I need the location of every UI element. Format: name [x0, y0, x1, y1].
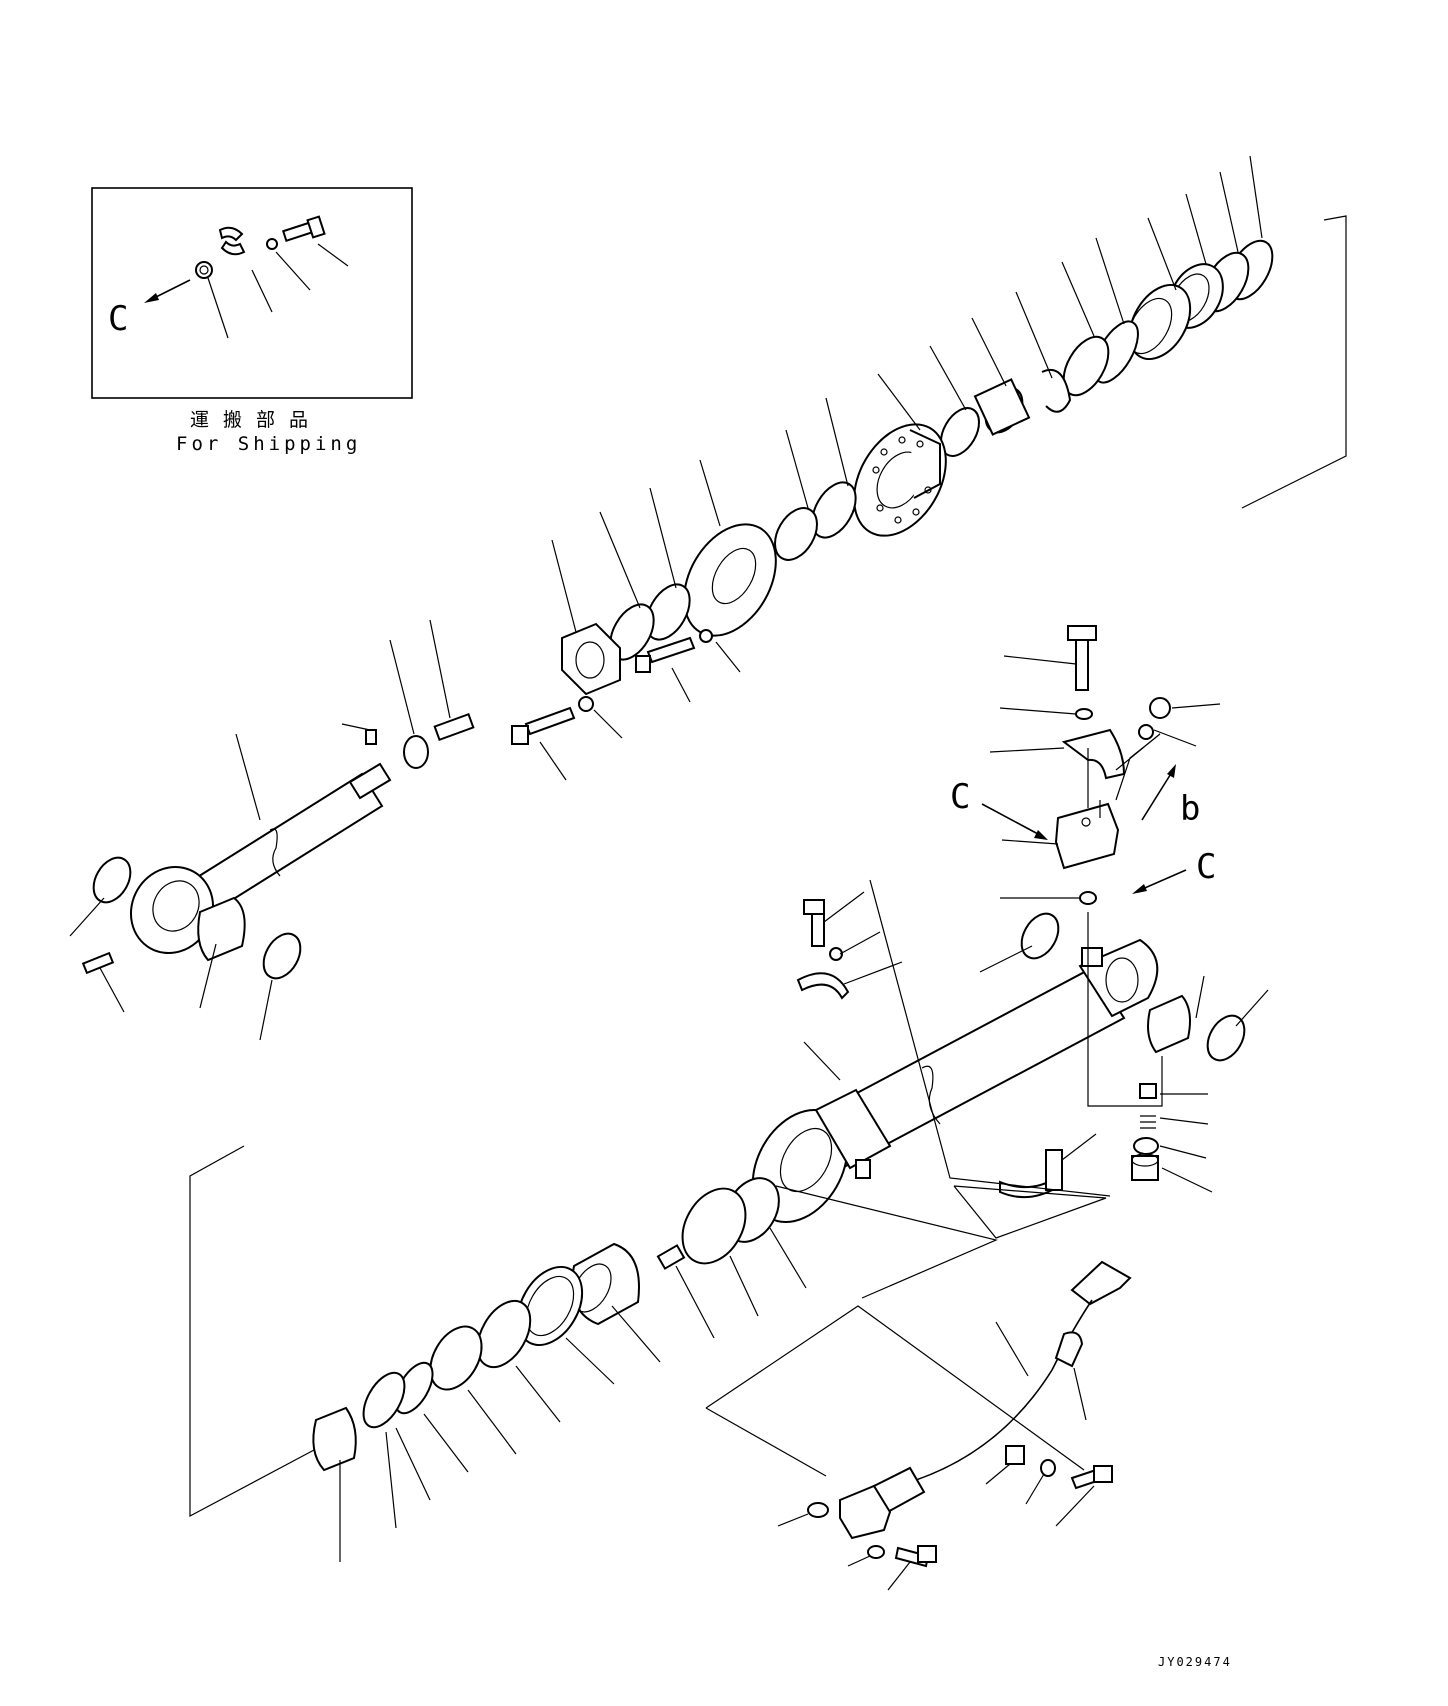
- inset-box: C: [91, 187, 413, 399]
- upper-leaders: [341, 155, 1263, 781]
- inset-view-letter: C: [108, 299, 128, 339]
- view-label-c-upper: C: [950, 777, 970, 817]
- pipe-assembly: [705, 1260, 1132, 1568]
- upper-parts-string: [365, 215, 1347, 769]
- rod-leaders: [69, 733, 273, 1041]
- view-label-c-lower: C: [1196, 847, 1216, 887]
- inset-caption-en: For Shipping: [176, 433, 361, 455]
- pipe-leaders: [777, 1321, 1095, 1591]
- lower-leaders: [339, 1227, 807, 1562]
- view-label-b: b: [1180, 789, 1200, 829]
- bracket-leaders: [989, 655, 1221, 899]
- valve-parts: [1131, 1083, 1159, 1181]
- view-arrows: [981, 764, 1187, 894]
- drawing-code: JY029474: [1158, 1655, 1232, 1669]
- cylinder-tube: [751, 899, 1246, 1224]
- tube-leaders: [803, 891, 1269, 1081]
- inset-caption-jp: 運搬部品: [190, 409, 322, 431]
- lower-clamp: [953, 1133, 1107, 1239]
- piston-rod: [81, 762, 392, 980]
- valve-leaders: [1159, 1093, 1213, 1193]
- lower-parts-string: [189, 1145, 780, 1517]
- bracket-assembly: [1054, 625, 1171, 1107]
